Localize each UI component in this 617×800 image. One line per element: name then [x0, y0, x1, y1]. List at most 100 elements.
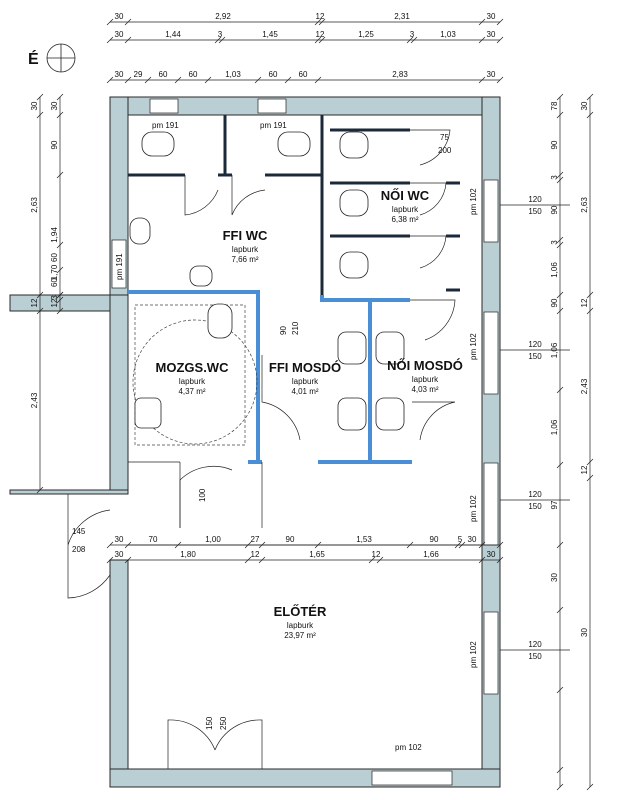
- room-area: 23,97 m²: [284, 631, 316, 640]
- dimension-line: [124, 541, 132, 549]
- annotation: 210: [291, 321, 300, 335]
- dimension-label: 90: [50, 140, 59, 149]
- dimension-line: [314, 18, 322, 26]
- dimension-line: [556, 111, 564, 119]
- dimension-line: [124, 556, 132, 564]
- dimension-line: [586, 93, 594, 101]
- dimension-line: [406, 541, 414, 549]
- dimension-line: [106, 76, 114, 84]
- room-area: 6,38 m²: [391, 215, 418, 224]
- annotation: pm 102: [395, 743, 422, 752]
- dimension-line: [214, 36, 222, 44]
- dimension-label: 90: [430, 535, 439, 544]
- dimension-line: [586, 307, 594, 315]
- dimension-line: [218, 36, 226, 44]
- dimension-line: [56, 241, 64, 249]
- dimension-line: [458, 541, 466, 549]
- dimension-label: 5: [458, 535, 463, 544]
- interior-lines: [128, 461, 482, 546]
- dimension-label: 30: [487, 12, 496, 21]
- dimension-label: 120: [528, 195, 542, 204]
- dimension-label: 1,80: [180, 550, 196, 559]
- dimension-label: 30: [115, 30, 124, 39]
- dimension-line: [258, 556, 266, 564]
- dimension-label: 12: [372, 550, 381, 559]
- dimension-label: 3: [50, 295, 59, 300]
- dimension-label: 60: [159, 70, 168, 79]
- room-mozgs-wc: MOZGS.WC lapburk 4,37 m²: [156, 360, 230, 396]
- dimension-label: 1,00: [205, 535, 221, 544]
- dimension-label: 30: [115, 535, 124, 544]
- dimension-label: 30: [468, 535, 477, 544]
- dimension-label: 12: [30, 298, 39, 307]
- annotation: 75: [440, 133, 449, 142]
- room-floor: lapburk: [232, 245, 259, 254]
- dimension-line: [496, 76, 504, 84]
- dimension-line: [36, 291, 44, 299]
- dimension-label: 1,70: [50, 264, 59, 280]
- dimension-line: [56, 93, 64, 101]
- annotation: pm 102: [469, 333, 478, 360]
- dimension-line: [314, 76, 322, 84]
- dimension-label: 2,83: [392, 70, 408, 79]
- dimension-label: 150: [528, 352, 542, 361]
- room-name: MOZGS.WC: [156, 360, 230, 375]
- north-label: É: [28, 49, 39, 68]
- fixtures: [129, 131, 405, 431]
- dimension-line: [406, 36, 414, 44]
- dimension-label: 90: [550, 140, 559, 149]
- dimension-label: 2,43: [580, 378, 589, 394]
- annotation: 100: [198, 488, 207, 502]
- windows: [111, 98, 499, 786]
- dimension-label: 90: [550, 298, 559, 307]
- north-arrow: É: [28, 43, 76, 73]
- dimension-line: [496, 541, 504, 549]
- dimension-line: [478, 541, 486, 549]
- annotation: 90: [279, 326, 288, 335]
- blue-walls: [128, 290, 412, 464]
- dimension-line: [556, 171, 564, 179]
- annotation: pm 102: [469, 495, 478, 522]
- dimension-label: 30: [115, 12, 124, 21]
- dimension-label: 30: [487, 70, 496, 79]
- dimension-line: [556, 307, 564, 315]
- room-floor: lapburk: [292, 377, 319, 386]
- dimension-line: [56, 296, 64, 304]
- room-name: NŐI WC: [381, 188, 430, 203]
- dimension-line: [124, 76, 132, 84]
- dimension-line: [318, 18, 326, 26]
- dimension-line: [36, 307, 44, 315]
- dimension-label: 12: [580, 298, 589, 307]
- dimension-label: 30: [487, 30, 496, 39]
- room-floor: lapburk: [392, 205, 419, 214]
- room-area: 4,37 m²: [178, 387, 205, 396]
- dimension-label: 30: [580, 101, 589, 110]
- dimension-line: [56, 111, 64, 119]
- dimension-label: 70: [149, 535, 158, 544]
- dimension-label: 2,43: [30, 392, 39, 408]
- dimension-line: [56, 307, 64, 315]
- dimension-label: 3: [550, 240, 559, 245]
- dimension-line: [258, 541, 266, 549]
- dimension-label: 1,25: [358, 30, 374, 39]
- room-eloter: ELŐTÉR lapburk 23,97 m²: [274, 604, 327, 640]
- room-noi-mosdo: NŐI MOSDÓ lapburk 4,03 m²: [387, 358, 463, 394]
- dimension-line: [124, 36, 132, 44]
- dimension-line: [478, 76, 486, 84]
- dimension-line: [496, 36, 504, 44]
- dimension-line: [586, 783, 594, 791]
- room-area: 4,01 m²: [291, 387, 318, 396]
- dimension-label: 30: [115, 70, 124, 79]
- dimension-line: [314, 36, 322, 44]
- dimension-label: 12: [316, 12, 325, 21]
- dimension-label: 30: [550, 573, 559, 582]
- dimension-line: [556, 291, 564, 299]
- dimension-line: [56, 291, 64, 299]
- dimension-label: 12: [316, 30, 325, 39]
- room-name: FFI MOSDÓ: [269, 360, 341, 375]
- dimension-label: 60: [50, 278, 59, 287]
- dimension-label: 1,44: [165, 30, 181, 39]
- dimension-line: [556, 236, 564, 244]
